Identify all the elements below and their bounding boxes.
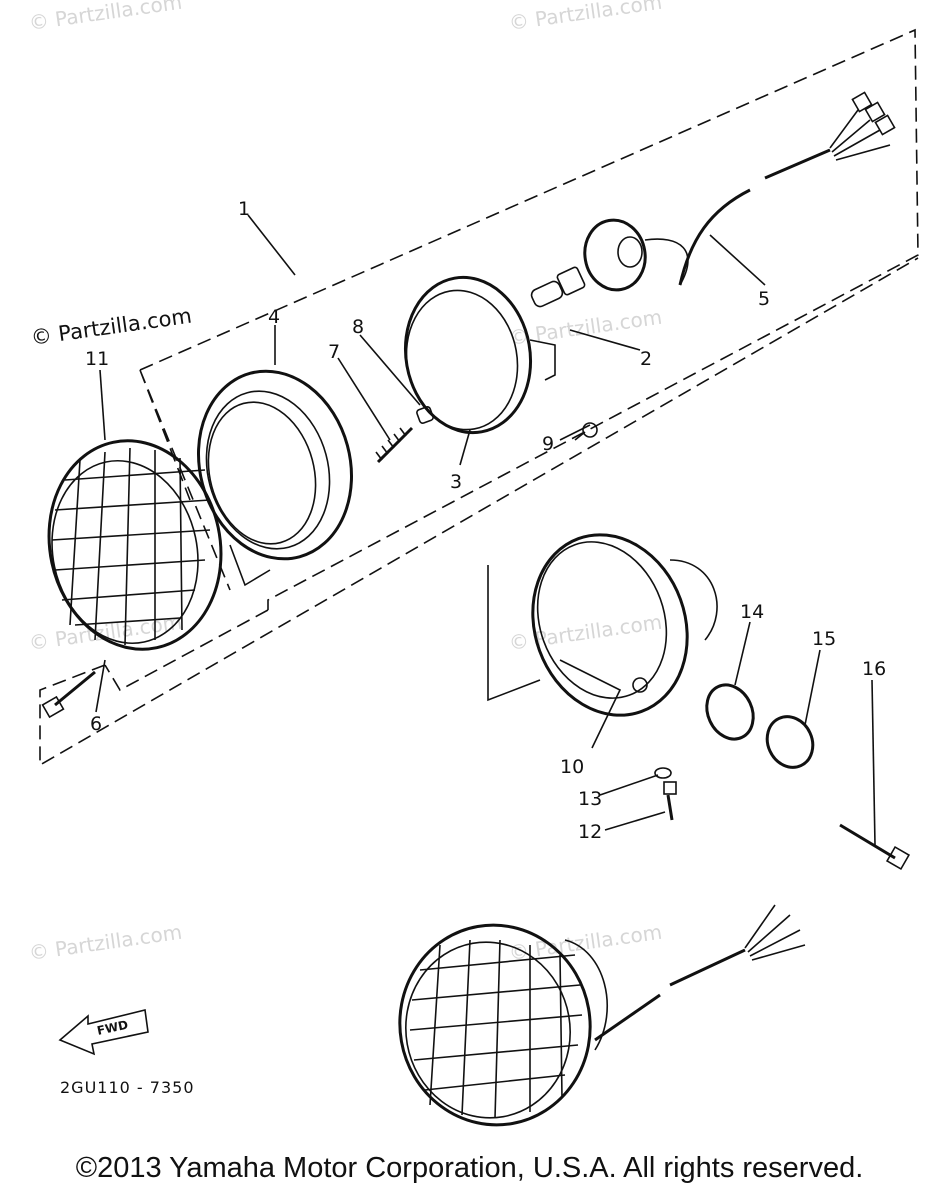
callout-10: 10 (560, 756, 584, 778)
callout-3: 3 (450, 471, 462, 493)
callout-1: 1 (238, 198, 250, 220)
callout-8: 8 (352, 316, 364, 338)
assembly-outline (39, 28, 919, 767)
watermark-text: © Partzilla.com (507, 305, 663, 350)
headlight-guard (47, 439, 223, 651)
leader-lines (95, 214, 876, 846)
callout-16: 16 (862, 658, 886, 680)
watermark-text: © Partzilla.com (507, 0, 663, 35)
watermarks: © Partzilla.com © Partzilla.com © Partzi… (27, 0, 663, 965)
fwd-label: FWD (96, 1018, 130, 1038)
headlight-rim (196, 369, 354, 561)
callout-12: 12 (578, 821, 602, 843)
diagram-code: 2GU110 - 7350 (60, 1078, 195, 1097)
callout-2: 2 (640, 348, 652, 370)
grommet (705, 683, 755, 741)
bulb-socket (583, 218, 689, 292)
callout-15: 15 (812, 628, 836, 650)
fwd-arrow: FWD (58, 1009, 149, 1056)
bolt (41, 670, 96, 719)
washer (654, 767, 672, 779)
watermark-text: © Partzilla.com (29, 304, 193, 350)
mounting-bolt (839, 823, 911, 871)
callout-9: 9 (542, 433, 554, 455)
housing-outline (229, 544, 541, 702)
callout-5: 5 (758, 288, 770, 310)
callout-labels: 1 2 3 4 5 6 7 8 9 10 11 12 13 14 15 16 (85, 198, 886, 843)
bulb (530, 266, 586, 308)
adjust-screw (375, 426, 414, 464)
wire-harness (678, 91, 896, 286)
callout-11: 11 (85, 348, 109, 370)
watermark-text: © Partzilla.com (507, 610, 663, 655)
callout-6: 6 (90, 713, 102, 735)
copyright-notice: ©2013 Yamaha Motor Corporation, U.S.A. A… (75, 1152, 864, 1184)
headlight-housing (531, 533, 718, 717)
watermark-text: © Partzilla.com (27, 0, 183, 35)
sealed-beam-unit (403, 275, 556, 435)
watermark-text: © Partzilla.com (27, 920, 183, 965)
callout-14: 14 (740, 601, 764, 623)
screw (574, 422, 598, 441)
screw-small (663, 781, 677, 821)
callout-7: 7 (328, 341, 340, 363)
nut-plate (765, 715, 815, 769)
callout-13: 13 (578, 788, 602, 810)
assembled-headlight (398, 904, 806, 1127)
callout-4: 4 (268, 306, 280, 328)
